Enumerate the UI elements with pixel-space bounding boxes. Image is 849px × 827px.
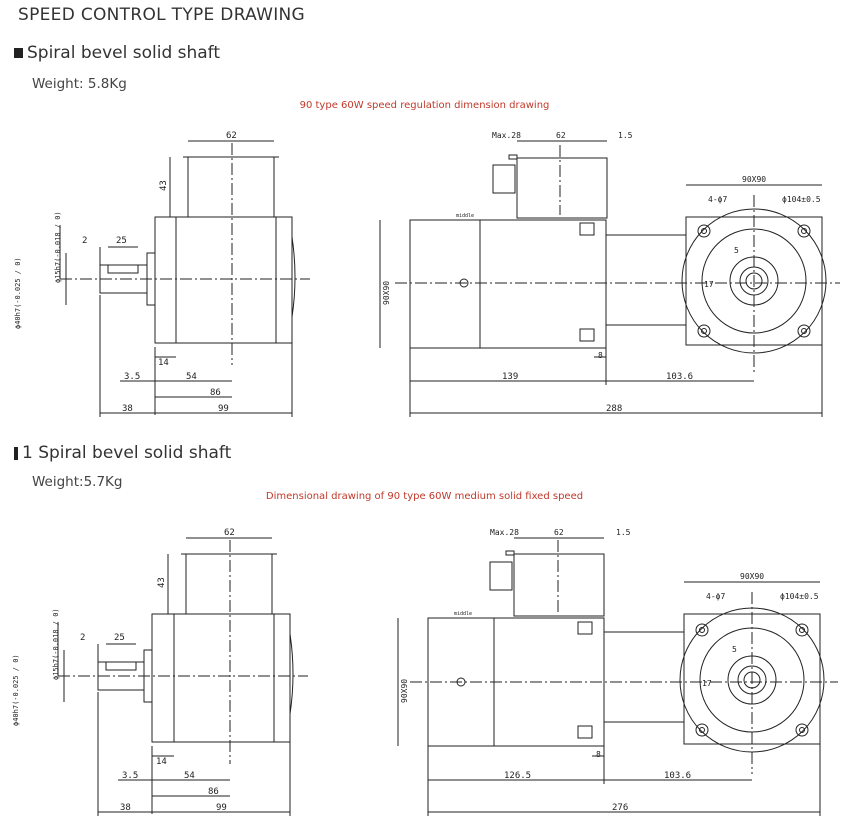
dim-2: 2 [80, 633, 85, 643]
dim-43: 43 [157, 577, 167, 588]
dim-shaft-15: ϕ15h7(-0.018 / 0) [52, 608, 60, 680]
dim-key-height: 17 [704, 280, 714, 289]
dim-pcd: ϕ104±0.5 [780, 592, 819, 601]
dim-90x90-face: 90X90 [740, 572, 764, 581]
dim-54: 54 [186, 372, 197, 382]
side-view-motor [60, 143, 310, 365]
dim-62-right: 62 [556, 131, 566, 140]
dim-90x90-side: 90X90 [400, 679, 409, 703]
dim-2: 2 [82, 236, 87, 246]
dim-99: 99 [218, 404, 229, 414]
dim-62-right: 62 [554, 528, 564, 537]
dim-38: 38 [120, 803, 131, 813]
dim-25: 25 [116, 236, 127, 246]
middle-label: middle [454, 611, 472, 617]
dim-total-length: 288 [606, 404, 622, 414]
dim-14: 14 [158, 358, 169, 368]
dim-shaft-40: ϕ40h7(-0.025 / 0) [12, 654, 20, 726]
section-2-drawing: 62 43 ϕ15h7(-0.018 / 0) ϕ40h7(-0.025 / 0… [12, 528, 838, 816]
dim-3-5: 3.5 [122, 771, 138, 781]
dim-shaft-40: ϕ40h7(-0.025 / 0) [14, 257, 22, 329]
dim-90x90-face: 90X90 [742, 175, 766, 184]
dim-gear-length: 103.6 [664, 771, 691, 781]
section-2-caption: Dimensional drawing of 90 type 60W mediu… [265, 491, 584, 502]
dim-body-length: 139 [502, 372, 518, 382]
dim-holes: 4-ϕ7 [706, 592, 725, 601]
section-1-drawing: 62 43 ϕ15h7(-0.018 / 0) ϕ40h7(-0.025 / 0… [14, 131, 840, 417]
section-1-weight: Weight: 5.8Kg [32, 76, 127, 92]
dim-1-5: 1.5 [618, 131, 633, 140]
dim-max28: Max.28 [490, 528, 519, 537]
dim-1-5: 1.5 [616, 528, 631, 537]
section-2-weight: Weight:5.7Kg [32, 474, 123, 490]
page-title: SPEED CONTROL TYPE DRAWING [18, 5, 306, 25]
dim-3-5: 3.5 [124, 372, 140, 382]
dim-86: 86 [208, 787, 219, 797]
bar-bullet-icon [14, 446, 18, 460]
dim-total-length: 276 [612, 803, 628, 813]
dim-90x90-side: 90X90 [382, 281, 391, 305]
square-bullet-icon [14, 48, 23, 58]
dim-14: 14 [156, 757, 167, 767]
dim-8: 8 [596, 750, 601, 759]
dim-max28: Max.28 [492, 131, 521, 140]
section-1-title: Spiral bevel solid shaft [14, 43, 220, 63]
front-view-motor [395, 145, 840, 375]
section-2-title-text: 1 Spiral bevel solid shaft [22, 443, 232, 463]
dim-8: 8 [598, 351, 603, 360]
dim-pcd: ϕ104±0.5 [782, 195, 821, 204]
dim-key-height: 17 [702, 679, 712, 688]
dim-key: 5 [732, 645, 737, 654]
middle-label: middle [456, 213, 474, 219]
dim-62: 62 [224, 528, 235, 538]
dim-43: 43 [159, 180, 169, 191]
dim-key: 5 [734, 246, 739, 255]
dim-body-length: 126.5 [504, 771, 531, 781]
section-2-title: 1 Spiral bevel solid shaft [14, 443, 231, 463]
dim-shaft-15: ϕ15h7(-0.018 / 0) [54, 211, 62, 283]
section-1-title-text: Spiral bevel solid shaft [27, 43, 221, 63]
section-1-caption: 90 type 60W speed regulation dimension d… [299, 100, 550, 111]
dim-holes: 4-ϕ7 [708, 195, 727, 204]
dim-86: 86 [210, 388, 221, 398]
dim-gear-length: 103.6 [666, 372, 693, 382]
dim-99: 99 [216, 803, 227, 813]
dim-62: 62 [226, 131, 237, 141]
dim-25: 25 [114, 633, 125, 643]
dim-54: 54 [184, 771, 195, 781]
dim-38: 38 [122, 404, 133, 414]
